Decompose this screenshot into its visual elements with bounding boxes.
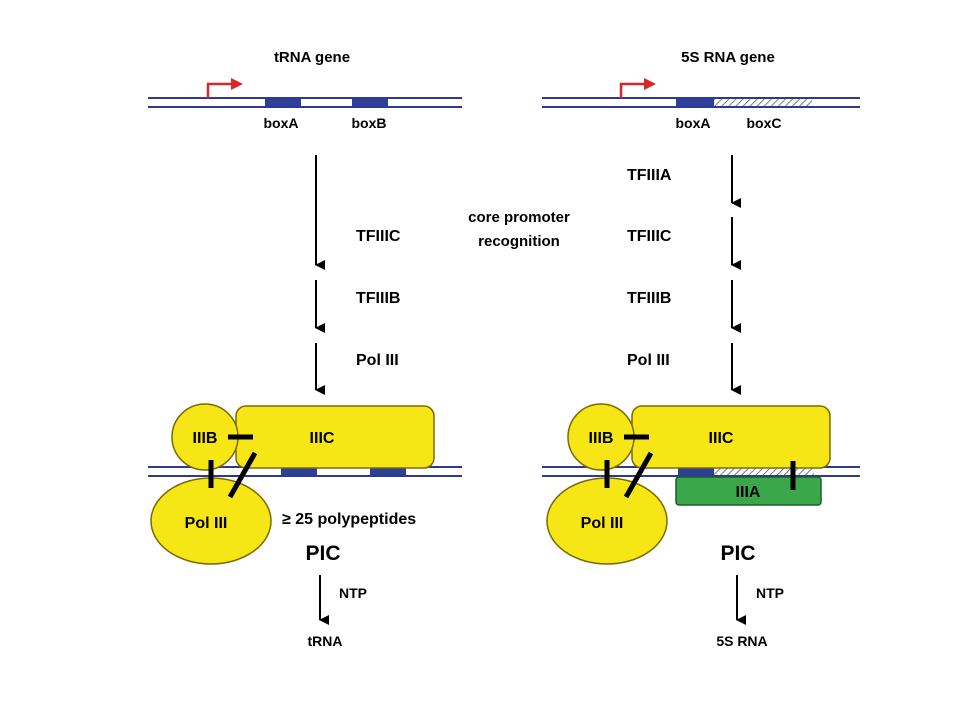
factor-tfiiic-label: TFIIIC [356,228,401,245]
iiic-label: IIIC [709,430,734,447]
factor-tfiiib-label: TFIIIB [627,290,671,307]
boxa-label: boxA [676,115,711,131]
iiia-label: IIIA [736,484,761,501]
pic-label: PIC [305,542,340,565]
factor-tfiiia-label: TFIIIA [627,167,672,184]
boxa-region [265,99,301,106]
iiic-protein [235,405,435,469]
trna-gene-title: tRNA gene [274,49,350,66]
ntp-label: NTP [756,585,784,601]
trna-dna-strand [148,97,462,108]
5s-rna-gene-panel: 5S RNA gene boxA boxC TFIIIA TFIIIC TFII… [542,49,860,649]
pol-iii-label: Pol III [185,515,228,532]
factor-tfiiic-label: TFIIIC [627,228,672,245]
contact-bar [227,451,258,499]
trna-gene-panel: tRNA gene boxA boxB TFIIIC TFIIIB Pol II… [148,49,462,649]
boxa-region [676,99,714,106]
factor-pol-iii-label: Pol III [356,352,399,369]
boxa-region [281,468,317,475]
boxb-region [352,99,388,106]
iiib-label: IIIB [589,430,614,447]
iiic-label: IIIC [310,430,335,447]
ntp-label: NTP [339,585,367,601]
promoter-arrow-icon [206,78,243,98]
5s-rna-product-label: 5S RNA [716,633,767,649]
trna-product-label: tRNA [308,633,343,649]
iiia-protein [675,476,822,506]
note-line-1: core promoter [468,209,570,226]
contact-bar [623,451,654,499]
factor-pol-iii-label: Pol III [627,352,670,369]
boxb-label: boxB [352,115,387,131]
promoter-arrow-icon [619,78,656,98]
polypeptides-label: ≥ 25 polypeptides [282,511,416,528]
boxb-region [370,468,406,475]
iiib-label: IIIB [193,430,218,447]
boxc-label: boxC [747,115,782,131]
core-promoter-recognition-note: core promoter recognition [468,209,570,250]
boxc-region [714,99,812,106]
boxc-region [714,468,814,475]
factor-tfiiib-label: TFIIIB [356,290,400,307]
pic-label: PIC [720,542,755,565]
5s-rna-gene-title: 5S RNA gene [681,49,775,66]
boxa-region [678,468,714,475]
5s-pic-complex: IIIB IIIC Pol III IIIA [542,403,860,565]
note-line-2: recognition [478,233,560,250]
pol-iii-label: Pol III [581,515,624,532]
trna-pic-complex: IIIB IIIC Pol III [148,403,462,565]
boxa-label: boxA [264,115,299,131]
5s-dna-strand [542,97,860,108]
